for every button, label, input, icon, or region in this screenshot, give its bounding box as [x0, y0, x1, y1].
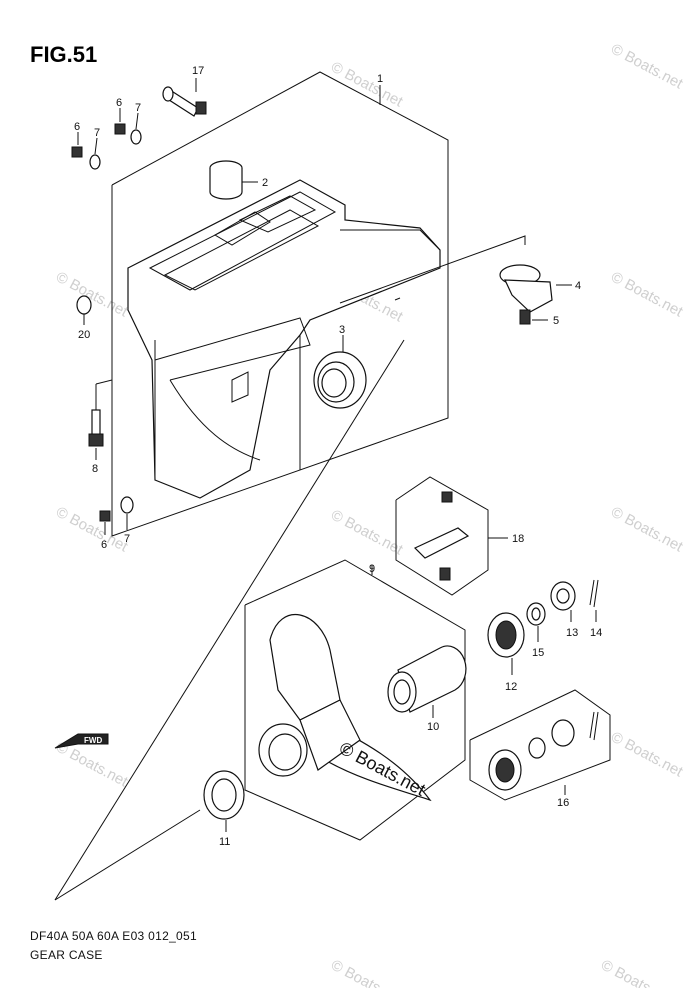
leader-8 — [95, 379, 113, 385]
watermark: © Boats.net — [598, 957, 676, 988]
callout-8: 8 — [92, 463, 98, 475]
watermark-layer: © Boats.net © Boats.net © Boats.net © Bo… — [53, 41, 686, 988]
callout-12: 12 — [505, 681, 517, 693]
watermark: © Boats.net — [53, 504, 131, 556]
nut-part-13 — [550, 581, 576, 622]
stopper-part-12 — [487, 612, 525, 675]
callout-10: 10 — [427, 721, 439, 733]
callout-13: 13 — [566, 627, 578, 639]
callout-6: 6 — [101, 539, 107, 551]
callout-16: 16 — [557, 797, 569, 809]
callout-14: 14 — [590, 627, 602, 639]
callout-7: 7 — [135, 102, 141, 114]
callout-6: 6 — [116, 97, 122, 109]
callout-7: 7 — [124, 533, 130, 545]
watermark: © Boats.net — [328, 957, 406, 988]
leader-tick — [394, 297, 401, 301]
callout-9: 9 — [369, 563, 375, 575]
watermark: © Boats.net — [328, 507, 406, 559]
fwd-arrow: FWD — [54, 733, 109, 749]
washer-part-15 — [526, 602, 546, 642]
propeller-group-9 — [244, 559, 466, 841]
kit-part-16 — [469, 689, 611, 801]
bolt-washer-bottom — [99, 496, 134, 535]
callout-2: 2 — [262, 177, 268, 189]
bolt-washer-top-right — [114, 108, 142, 145]
bushing-part-2 — [209, 160, 258, 200]
callout-3: 3 — [339, 324, 345, 336]
bolt-washer-top-left — [71, 132, 101, 170]
footer-code: DF40A 50A 60A E03 012_051 — [30, 929, 197, 943]
shaft-axis-line-2 — [54, 809, 201, 901]
watermark: © Boats.net — [328, 59, 406, 111]
watermark: © Boats.net — [608, 729, 686, 781]
fwd-label: FWD — [84, 736, 102, 745]
bolt-part-8 — [88, 384, 104, 460]
callout-labels: 17 1 6 7 6 7 2 4 5 20 3 8 6 7 18 9 13 14… — [74, 65, 602, 848]
watermark: © Boats.net — [608, 504, 686, 556]
pin-part-17 — [162, 78, 207, 117]
watermark: © Boats.net — [608, 41, 686, 93]
callout-1: 1 — [377, 73, 383, 85]
shaft-axis-line — [54, 339, 405, 901]
nut-part-20 — [76, 295, 92, 325]
figure-title: FIG.51 — [30, 42, 97, 67]
callout-5: 5 — [553, 315, 559, 327]
bolt-part-5 — [519, 309, 548, 325]
callout-11: 11 — [219, 836, 230, 848]
spacer-part-10 — [387, 645, 467, 718]
callout-17: 17 — [192, 65, 204, 77]
bearing-part-3 — [313, 335, 367, 409]
watermark: © Boats.net — [608, 269, 686, 321]
anode-part-4 — [499, 264, 572, 313]
callout-18: 18 — [512, 533, 524, 545]
leader-4-group — [339, 235, 526, 304]
watermark: © Boats.net — [53, 269, 131, 321]
gear-case-drawing — [127, 179, 441, 499]
footer-title: GEAR CASE — [30, 948, 103, 962]
group-outline-gear-case — [111, 71, 449, 537]
callout-15: 15 — [532, 647, 544, 659]
kit-part-18 — [395, 476, 508, 596]
callout-7: 7 — [94, 127, 100, 139]
callout-4: 4 — [575, 280, 581, 292]
callout-6: 6 — [74, 121, 80, 133]
thrust-washer-part-11 — [203, 770, 245, 832]
cotter-pin-part-14 — [589, 579, 599, 622]
callout-20: 20 — [78, 329, 90, 341]
